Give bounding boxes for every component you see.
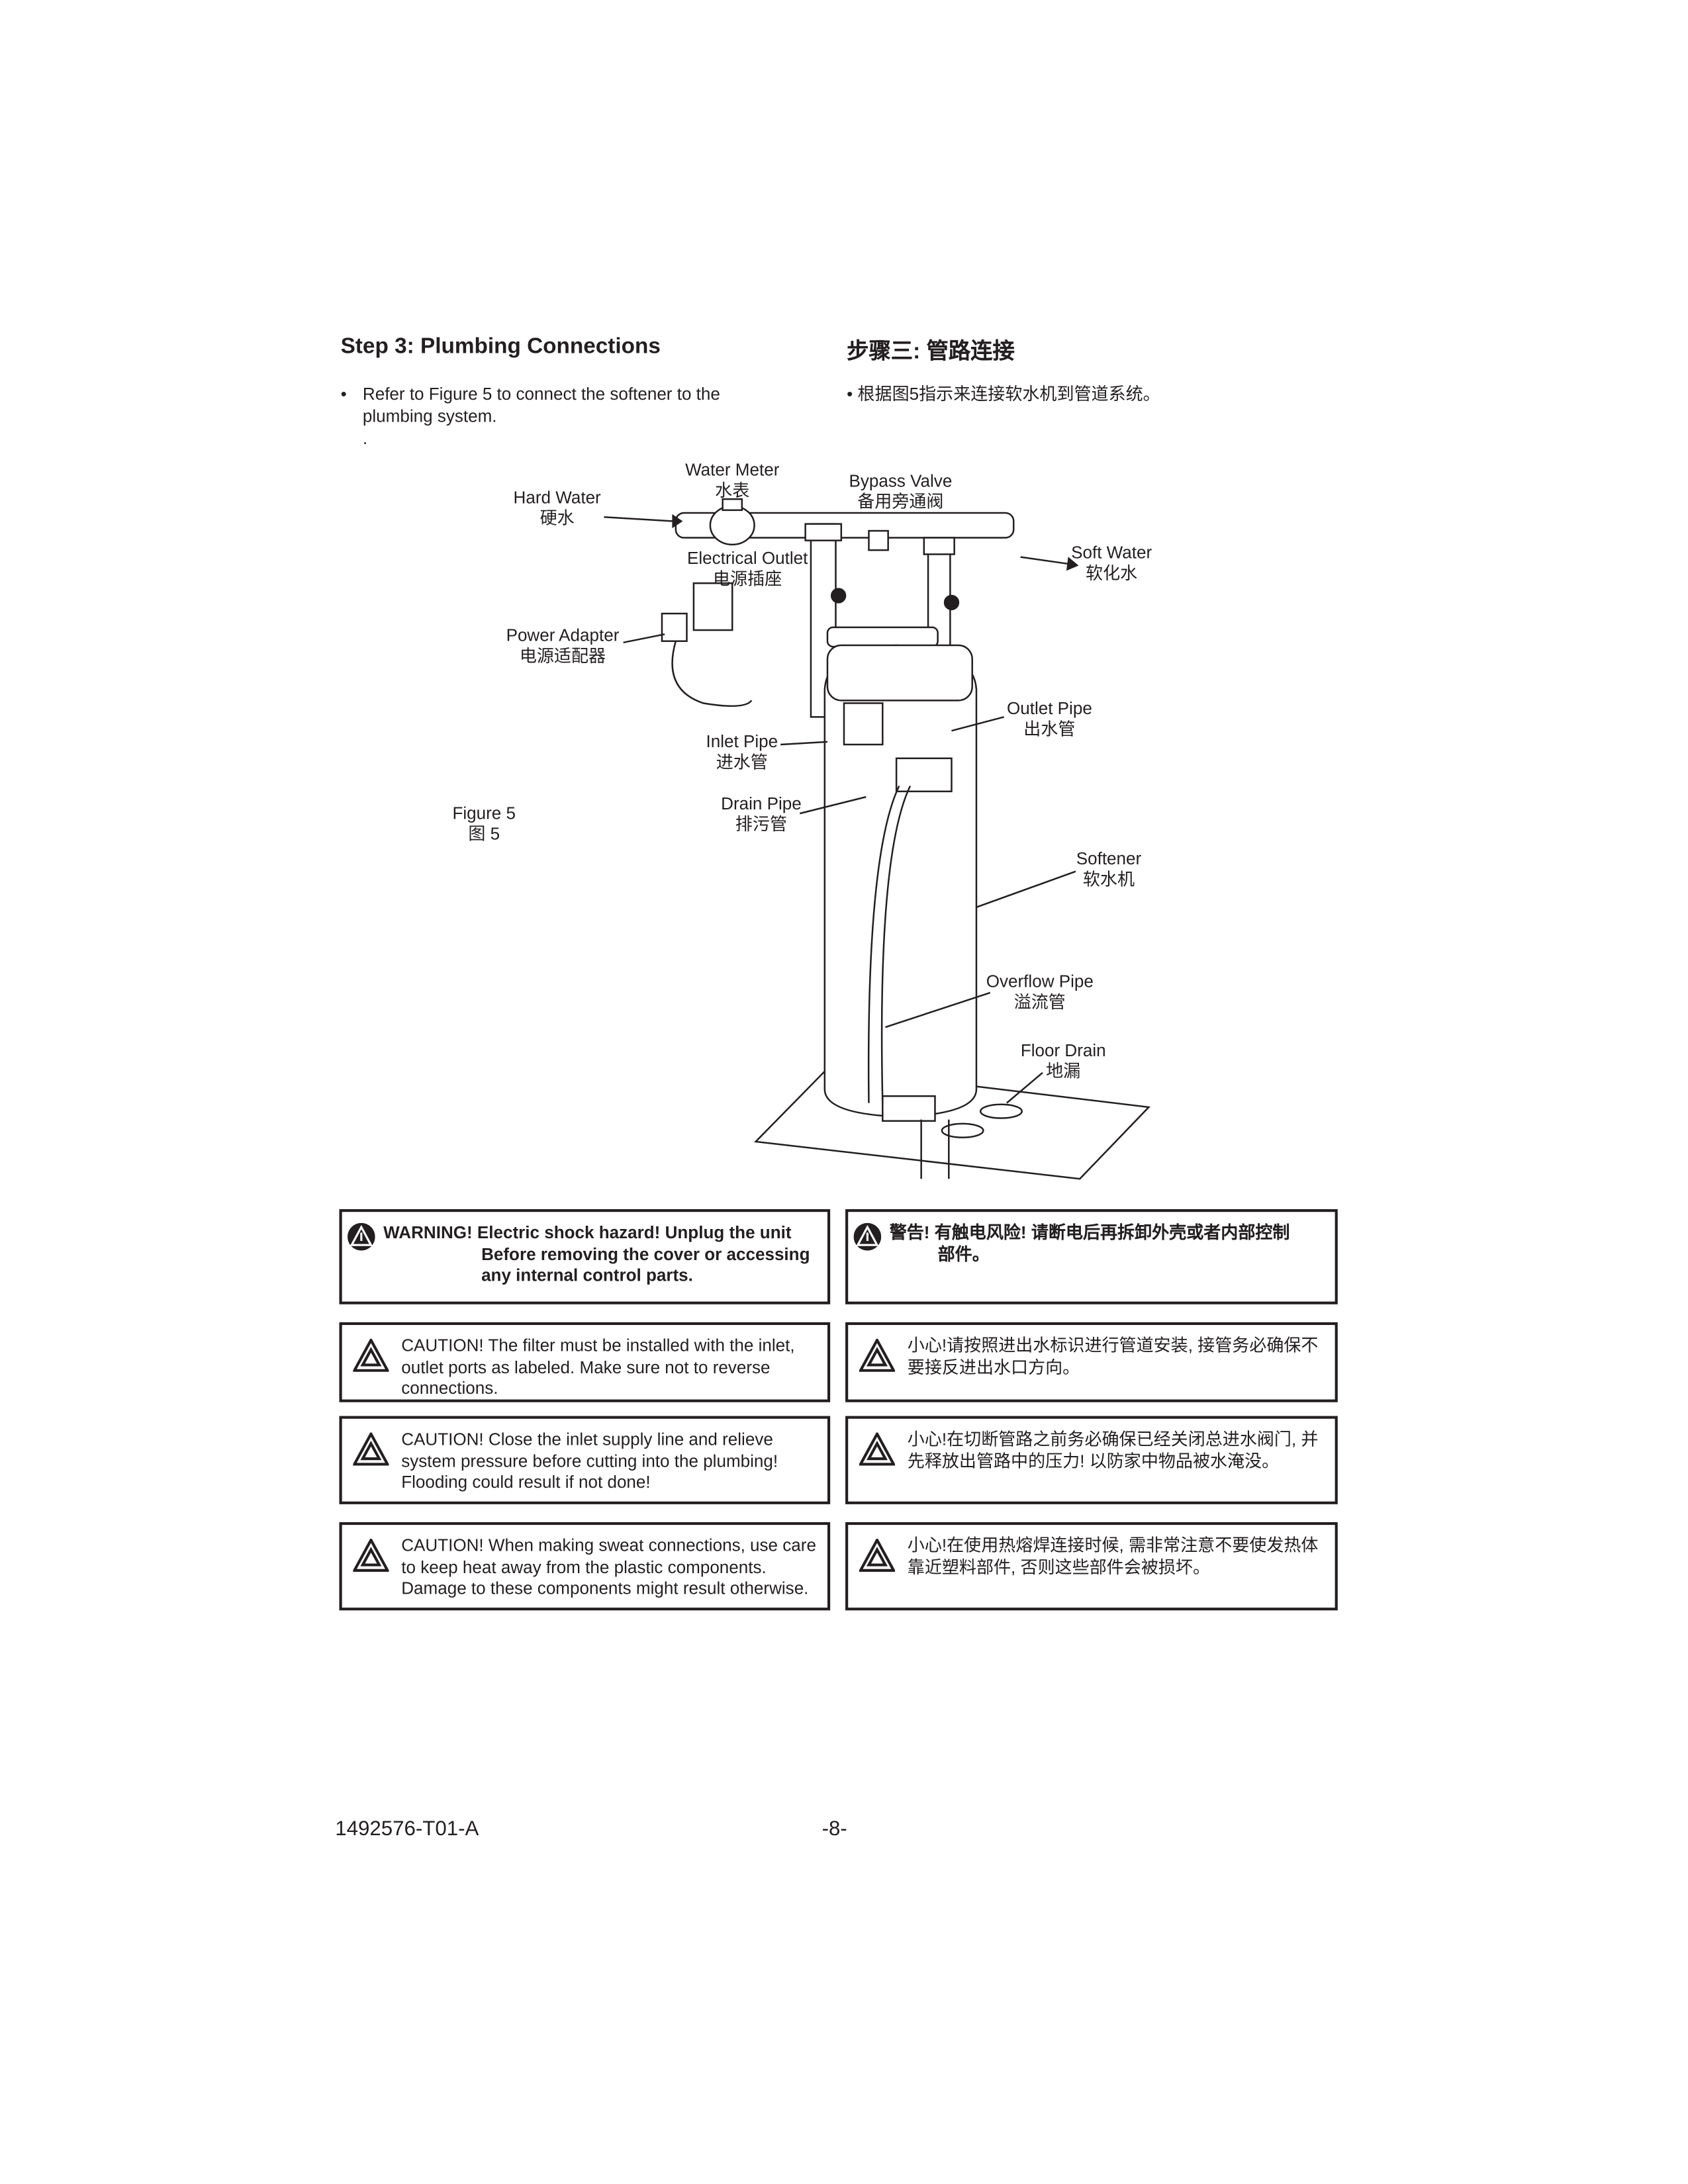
warning-icon: [853, 1222, 882, 1251]
plumbing-diagram: [604, 498, 1151, 1180]
caution-icon: [353, 1432, 389, 1466]
leader-lines: [623, 633, 1076, 1104]
warning-box-zh: 警告! 有触电风险! 请断电后再拆卸外壳或者内部控制部件。: [845, 1209, 1338, 1304]
softener-tank: [823, 644, 978, 1179]
bullet-zh: • 根据图5指示来连接软水机到管道系统。: [847, 385, 1160, 404]
bullet-en: • Refer to Figure 5 to connect the softe…: [341, 383, 755, 449]
warning-box-en: WARNING! Electric shock hazard! Unplug t…: [339, 1209, 831, 1304]
heading-en: Step 3: Plumbing Connections: [340, 335, 661, 359]
caution-icon: [859, 1538, 896, 1572]
caution-icon: [859, 1432, 896, 1466]
electrical-outlet-and-adapter: [661, 582, 753, 707]
caution-box-en-1: CAUTION! The filter must be installed wi…: [339, 1322, 831, 1402]
main-pipe: [604, 498, 1079, 571]
caution-box-zh-3: 小心!在使用热熔焊连接时候, 需非常注意不要使发热体靠近塑料部件, 否则这些部件…: [845, 1522, 1338, 1611]
caution-icon: [353, 1538, 389, 1572]
caution-box-en-2: CAUTION! Close the inlet supply line and…: [339, 1416, 831, 1504]
caution-icon: [353, 1338, 389, 1372]
page-number: -8-: [821, 1817, 847, 1841]
caution-box-zh-1: 小心!请按照进出水标识进行管道安装, 接管务必确保不要接反进出水口方向。: [845, 1322, 1338, 1402]
caution-box-en-3: CAUTION! When making sweat connections, …: [339, 1522, 831, 1611]
caution-icon: [859, 1338, 896, 1372]
warning-icon: [347, 1222, 375, 1251]
doc-number: 1492576-T01-A: [335, 1817, 479, 1841]
heading-zh: 步骤三: 管路连接: [847, 340, 1015, 364]
caution-box-zh-2: 小心!在切断管路之前务必确保已经关闭总进水阀门, 并先释放出管路中的压力! 以防…: [845, 1416, 1338, 1504]
stray-dot: .: [362, 428, 368, 449]
